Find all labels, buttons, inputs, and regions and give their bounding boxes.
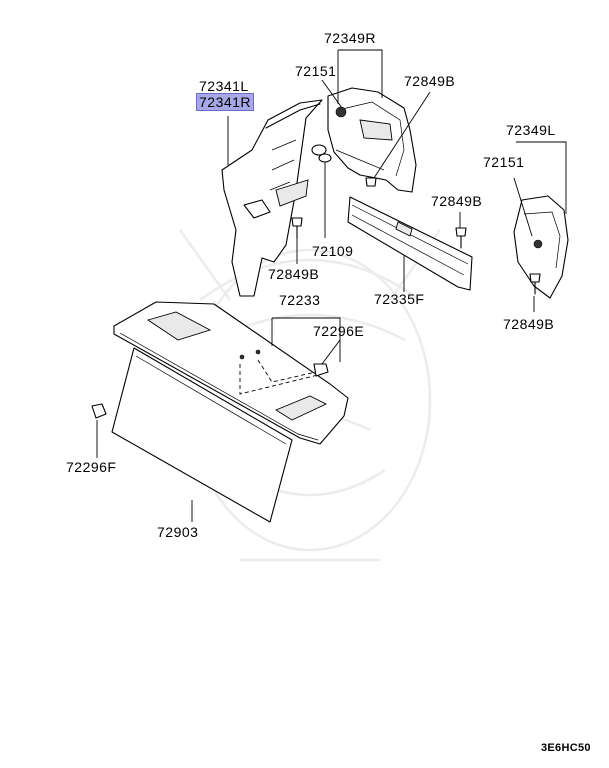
part-label-72849b-right[interactable]: 72849B xyxy=(503,316,555,332)
part-label-72341r-highlighted[interactable]: 72341R xyxy=(195,93,255,111)
part-label-72233[interactable]: 72233 xyxy=(279,292,321,308)
parcel-shelf-shape xyxy=(113,301,349,445)
watermark-emblem xyxy=(178,229,442,562)
grommet-72109-shape xyxy=(311,144,332,238)
leader-lines xyxy=(96,49,567,522)
part-label-72849b-mid[interactable]: 72849B xyxy=(431,193,483,209)
part-label-72903[interactable]: 72903 xyxy=(157,524,199,540)
diagram-reference-code: 3E6HC50 xyxy=(541,742,591,754)
part-label-72349r[interactable]: 72349R xyxy=(324,30,377,46)
part-label-72296f[interactable]: 72296F xyxy=(66,459,117,475)
part-label-72341l[interactable]: 72341L xyxy=(199,78,249,94)
part-label-72335f[interactable]: 72335F xyxy=(374,291,425,307)
part-label-72151-right[interactable]: 72151 xyxy=(483,154,525,170)
seat-board-shape xyxy=(111,347,293,523)
quarter-trim-right-shape xyxy=(327,87,417,193)
part-label-72349l[interactable]: 72349L xyxy=(506,122,556,138)
trunk-sill-trim-shape xyxy=(347,196,473,291)
part-label-72296e[interactable]: 72296E xyxy=(313,323,365,339)
part-label-72151-top[interactable]: 72151 xyxy=(295,63,337,79)
part-label-72849b-top[interactable]: 72849B xyxy=(404,73,456,89)
part-label-72849b-left[interactable]: 72849B xyxy=(268,266,320,282)
quarter-trim-far-right-shape xyxy=(513,195,569,299)
part-label-72109[interactable]: 72109 xyxy=(312,243,354,259)
quarter-trim-left-shape xyxy=(221,99,323,297)
clips-and-screws xyxy=(91,177,541,419)
